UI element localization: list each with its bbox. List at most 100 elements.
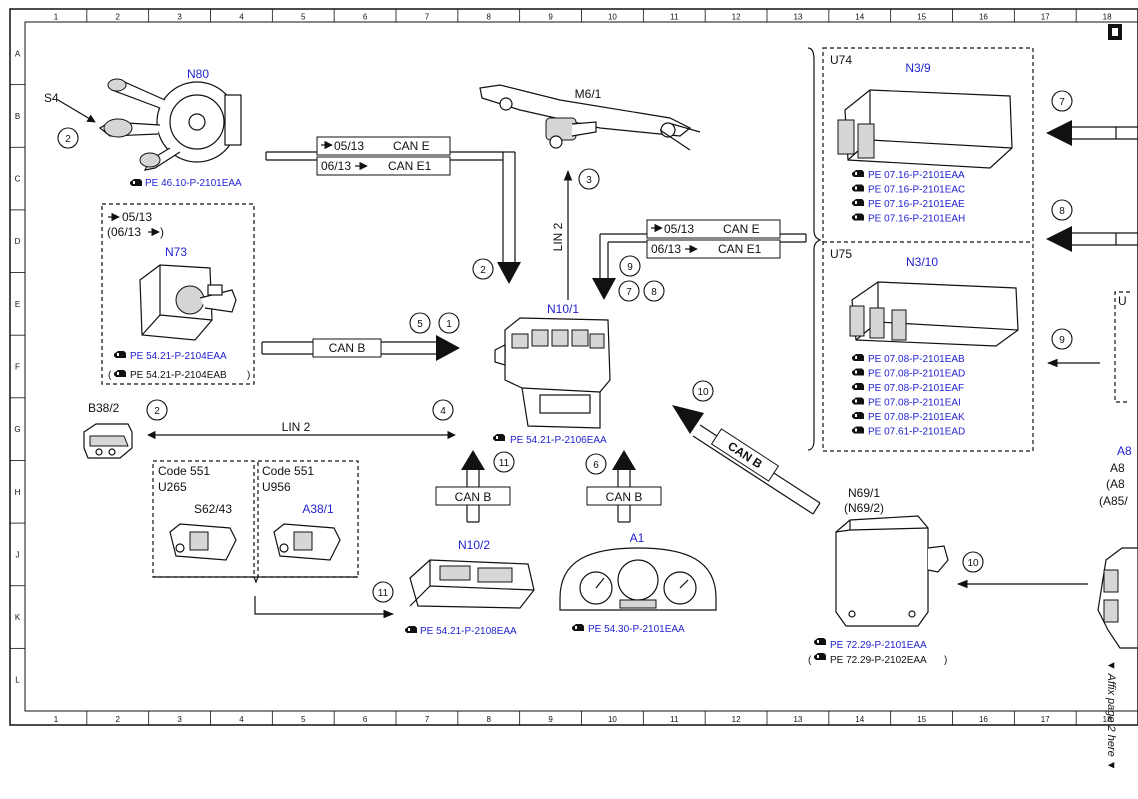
reference-circle-number: 11 bbox=[378, 588, 389, 599]
n80-ref[interactable]: PE 46.10-P-2101EAA bbox=[145, 178, 242, 189]
can-b-a1-label: CAN B bbox=[606, 490, 643, 504]
n73-ref-1[interactable]: PE 54.21-P-2104EAA bbox=[130, 351, 227, 362]
can-e1-2-version: 06/13 bbox=[651, 242, 681, 256]
grid-column-label: 17 bbox=[1041, 13, 1050, 22]
reference-circle-number: 11 bbox=[499, 458, 510, 469]
code551-2-line1: Code 551 bbox=[262, 464, 314, 478]
n101-ref[interactable]: PE 54.21-P-2106EAA bbox=[510, 435, 607, 446]
u74-u75-box bbox=[822, 47, 1034, 452]
n73-version-1: 05/13 bbox=[122, 210, 152, 224]
u74-code: U74 bbox=[830, 53, 852, 67]
can-e1-2-name: CAN E1 bbox=[718, 242, 762, 256]
n73-version-2: (06/13 bbox=[107, 225, 141, 239]
reference-circle-number: 1 bbox=[446, 319, 452, 330]
svg-text:): ) bbox=[247, 370, 250, 381]
reference-circle-number: 8 bbox=[651, 287, 657, 298]
n691-ref-1[interactable]: PE 72.29-P-2101EAA bbox=[830, 640, 927, 651]
grid-column-label: 3 bbox=[177, 13, 182, 22]
reference-link[interactable]: PE 07.08-P-2101EAK bbox=[868, 412, 965, 423]
grid-row-label: A bbox=[15, 49, 21, 58]
reference-circle bbox=[472, 258, 494, 280]
grid-column-label: 14 bbox=[855, 715, 864, 724]
reference-circle-number: 9 bbox=[1059, 335, 1065, 346]
grid-column-label: 13 bbox=[793, 13, 802, 22]
reference-circle bbox=[438, 312, 460, 334]
reference-link[interactable]: PE 07.08-P-2101EAI bbox=[868, 398, 961, 409]
n310-ref-list: PE 07.08-P-2101EAB PE 07.08-P-2101EAD PE 0… bbox=[852, 354, 965, 438]
reference-circle-number: 9 bbox=[627, 262, 633, 273]
svg-text:(: ( bbox=[808, 655, 812, 666]
grid-row-label: G bbox=[14, 425, 20, 434]
reference-circle-number: 10 bbox=[967, 558, 979, 569]
reference-circle bbox=[578, 168, 600, 190]
n39-component bbox=[837, 89, 1013, 169]
grid-column-label: 18 bbox=[1103, 715, 1112, 724]
reference-link[interactable]: PE 07.08-P-2101EAB bbox=[868, 354, 965, 365]
reference-circle-number: 7 bbox=[626, 287, 632, 298]
n73-ref-2[interactable]: PE 54.21-P-2104EAB bbox=[130, 370, 227, 381]
grid-column-label: 1 bbox=[54, 715, 59, 724]
can-e1-1-version: 06/13 bbox=[321, 159, 351, 173]
n691-label: N69/1 bbox=[848, 486, 880, 500]
reference-circle-number: 2 bbox=[154, 406, 160, 417]
reference-link[interactable]: PE 07.61-P-2101EAD bbox=[868, 427, 965, 438]
reference-circle-number: 4 bbox=[440, 406, 446, 417]
can-e-bus-right bbox=[592, 47, 822, 451]
n310-component bbox=[849, 281, 1019, 347]
n310-label: N3/10 bbox=[906, 255, 938, 269]
a1-component bbox=[559, 547, 717, 611]
grid-row-label: J bbox=[16, 550, 20, 559]
reference-circle-number: 2 bbox=[480, 265, 486, 276]
n80-component bbox=[98, 78, 242, 171]
reference-circle bbox=[432, 399, 454, 421]
grid-row-label: F bbox=[15, 363, 20, 372]
can-e-1-version: 05/13 bbox=[334, 139, 364, 153]
reference-circle bbox=[1051, 90, 1073, 112]
reference-circle-number: 10 bbox=[697, 387, 709, 398]
grid-column-label: 8 bbox=[487, 715, 492, 724]
reference-circle bbox=[619, 255, 641, 277]
reference-circle bbox=[372, 581, 394, 603]
grid-row-label: B bbox=[15, 112, 20, 121]
grid-column-label: 15 bbox=[917, 13, 926, 22]
n102-ref[interactable]: PE 54.21-P-2108EAA bbox=[420, 626, 517, 637]
reference-circle bbox=[1051, 199, 1073, 221]
grid-column-label: 4 bbox=[239, 13, 244, 22]
svg-text:): ) bbox=[944, 655, 947, 666]
svg-text:(: ( bbox=[108, 370, 112, 381]
reference-book-icon bbox=[130, 179, 142, 186]
can-b-n102-bus bbox=[435, 450, 511, 523]
lin2-m61-label: LIN 2 bbox=[551, 222, 565, 251]
right-edge-arrows bbox=[1046, 120, 1138, 403]
grid-column-label: 13 bbox=[793, 715, 802, 724]
n691-alt-label: (N69/2) bbox=[844, 501, 884, 515]
reference-circle bbox=[618, 280, 640, 302]
reference-circle bbox=[692, 380, 714, 402]
grid-column-label: 6 bbox=[363, 13, 368, 22]
n691-ref-2[interactable]: PE 72.29-P-2102EAA bbox=[830, 655, 927, 666]
a1-ref[interactable]: PE 54.30-P-2101EAA bbox=[588, 624, 685, 635]
grid-column-label: 11 bbox=[670, 715, 679, 724]
code551-u956-box bbox=[257, 460, 359, 578]
can-b-main-bus bbox=[261, 335, 460, 361]
reference-link[interactable]: PE 07.08-P-2101EAD bbox=[868, 369, 965, 380]
reference-link[interactable]: PE 07.08-P-2101EAF bbox=[868, 383, 964, 394]
n691-component bbox=[835, 515, 949, 627]
reference-circle-number: 3 bbox=[586, 175, 592, 186]
grid-column-label: 16 bbox=[979, 715, 988, 724]
affix-note: ▼ Affix page 2 here ▼ bbox=[1105, 660, 1117, 771]
n73-label: N73 bbox=[165, 245, 187, 259]
grid-row-label: D bbox=[15, 237, 21, 246]
reference-link[interactable]: PE 07.16-P-2101EAA bbox=[868, 170, 965, 181]
reference-link[interactable]: PE 07.16-P-2101EAC bbox=[868, 185, 965, 196]
grid-column-label: 6 bbox=[363, 715, 368, 724]
reference-circle bbox=[1051, 328, 1073, 350]
u75-code: U75 bbox=[830, 247, 852, 261]
grid-column-label: 9 bbox=[548, 715, 553, 724]
reference-link[interactable]: PE 07.16-P-2101EAH bbox=[868, 214, 965, 225]
a381-component bbox=[273, 523, 341, 561]
reference-circle bbox=[962, 551, 984, 573]
grid-row-label: E bbox=[15, 300, 20, 309]
reference-link[interactable]: PE 07.16-P-2101EAE bbox=[868, 199, 965, 210]
